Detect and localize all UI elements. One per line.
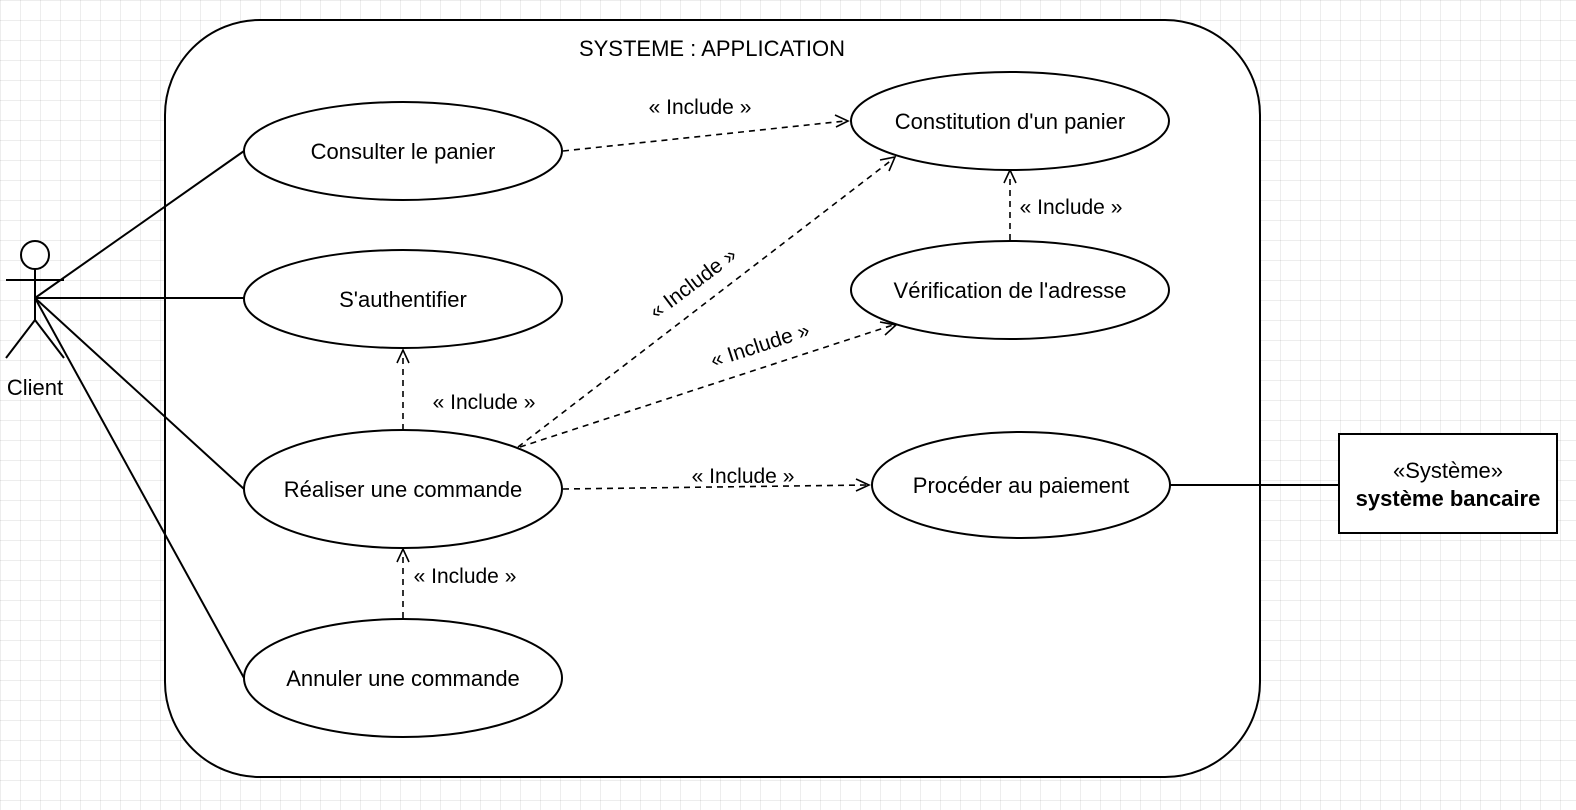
use-case-realiser[interactable]: Réaliser une commande — [243, 429, 563, 549]
arrowhead-icon — [834, 114, 850, 128]
arrowhead-icon — [879, 155, 897, 172]
include-label: « Include » — [692, 465, 795, 488]
use-case-paiement[interactable]: Procéder au paiement — [871, 431, 1171, 539]
arrowhead-icon — [396, 348, 410, 364]
association-annuler[interactable] — [34, 297, 245, 679]
use-case-shape — [850, 71, 1170, 171]
actor-client[interactable] — [5, 240, 65, 359]
external-system-box — [1338, 433, 1558, 534]
use-case-label: S'authentifier — [339, 287, 467, 312]
include-label: « Include » — [433, 391, 536, 414]
use-case-shape — [243, 249, 563, 349]
association-realiser[interactable] — [34, 297, 245, 490]
use-case-label: Annuler une commande — [286, 666, 520, 691]
use-case-consulter[interactable]: Consulter le panier — [243, 101, 563, 201]
use-case-shape — [243, 101, 563, 201]
use-case-verification[interactable]: Vérification de l'adresse — [850, 240, 1170, 340]
use-case-authentifier[interactable]: S'authentifier — [243, 249, 563, 349]
use-case-label: Vérification de l'adresse — [894, 278, 1127, 303]
association-consulter[interactable] — [34, 150, 245, 299]
use-case-label: Procéder au paiement — [913, 473, 1129, 498]
use-case-constitution[interactable]: Constitution d'un panier — [850, 71, 1170, 171]
use-case-shape — [243, 618, 563, 738]
include-label: « Include » — [1020, 196, 1123, 219]
use-case-shape — [871, 431, 1171, 539]
system-title: SYSTEME : APPLICATION — [579, 36, 845, 61]
actor-right-leg — [34, 319, 65, 359]
use-case-label: Constitution d'un panier — [895, 109, 1125, 134]
include-label: « Include » — [649, 96, 752, 119]
include-label: « Include » — [414, 565, 517, 588]
arrowhead-icon — [855, 478, 871, 492]
actor-left-leg — [5, 319, 36, 359]
use-case-label: Consulter le panier — [311, 139, 496, 164]
external-system-bancaire[interactable]: «Système» système bancaire — [1338, 433, 1558, 534]
include-consulter-constitution[interactable] — [562, 120, 846, 152]
use-case-label: Réaliser une commande — [284, 477, 522, 502]
use-case-annuler[interactable]: Annuler une commande — [243, 618, 563, 738]
actor-head — [20, 240, 50, 270]
actor-label: Client — [7, 375, 63, 400]
external-system-name: système bancaire — [1356, 486, 1541, 511]
use-case-shape — [243, 429, 563, 549]
external-system-stereotype: «Système» — [1393, 458, 1503, 483]
use-case-shape — [850, 240, 1170, 340]
system-boundary[interactable] — [164, 19, 1261, 778]
include-realiser-constitution[interactable] — [517, 158, 894, 448]
